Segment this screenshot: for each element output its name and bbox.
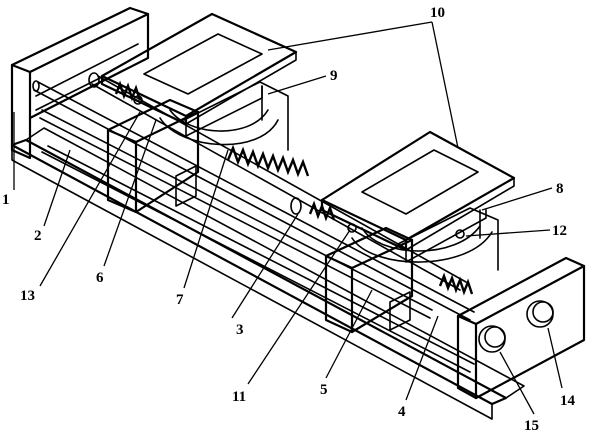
label-5: 5 — [320, 382, 328, 398]
label-1: 1 — [2, 192, 10, 208]
label-11: 11 — [232, 389, 246, 405]
right-top-plate — [320, 130, 516, 263]
base-plate — [10, 127, 525, 420]
label-12: 12 — [552, 223, 567, 239]
label-2: 2 — [34, 228, 42, 244]
label-3: 3 — [236, 322, 244, 338]
label-13: 13 — [20, 288, 35, 304]
label-14: 14 — [560, 393, 576, 409]
label-7: 7 — [176, 292, 184, 308]
label-8: 8 — [556, 181, 564, 197]
right-slider — [324, 207, 499, 334]
label-6: 6 — [96, 270, 104, 286]
leader-lines — [13, 21, 563, 415]
left-top-plate — [100, 12, 298, 137]
label-4: 4 — [398, 404, 406, 420]
guide-rails — [32, 80, 475, 373]
left-slider — [106, 81, 289, 214]
right-end-block — [456, 256, 586, 400]
label-10: 10 — [430, 5, 445, 21]
label-9: 9 — [330, 68, 338, 84]
left-turntable — [159, 85, 279, 146]
label-15: 15 — [524, 418, 539, 434]
part-labels: 1 2 3 4 5 6 7 8 9 10 11 12 13 14 15 — [2, 5, 576, 434]
